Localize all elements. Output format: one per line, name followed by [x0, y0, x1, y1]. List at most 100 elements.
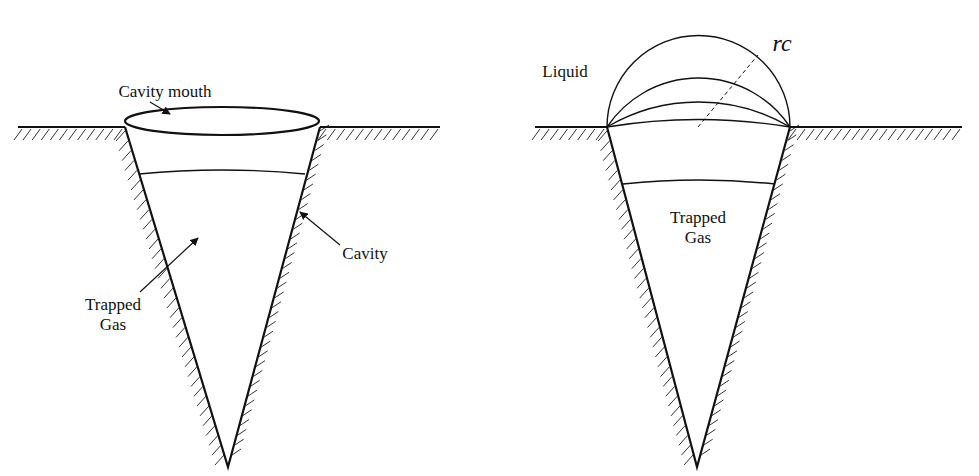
hatch-stroke	[105, 129, 113, 140]
hatch-stroke	[140, 210, 149, 220]
hatch-stroke	[143, 219, 152, 229]
hatch-stroke	[655, 347, 664, 357]
hatch-stroke	[676, 426, 685, 436]
hatch-stroke	[637, 278, 646, 288]
hatch-stroke	[642, 298, 651, 308]
hatch-stroke	[843, 129, 851, 140]
hatch-stroke	[658, 357, 667, 367]
hatch-stroke	[619, 210, 628, 220]
hatch-stroke	[650, 327, 659, 337]
hatch-stroke	[806, 129, 814, 140]
hatch-stroke	[550, 129, 558, 140]
hatch-stroke	[870, 129, 878, 140]
hatch-stroke	[668, 396, 677, 406]
hatch-stroke	[629, 249, 638, 259]
hatch-stroke	[616, 200, 625, 210]
hatch-stroke	[640, 288, 649, 298]
hatch-stroke	[879, 129, 887, 140]
hatch-stroke	[587, 129, 595, 140]
hatch-stroke	[897, 129, 905, 140]
hatch-stroke	[355, 129, 363, 140]
hatch-stroke	[674, 416, 683, 426]
hatch-stroke	[906, 129, 914, 140]
hatch-stroke	[598, 131, 607, 141]
hatch-stroke	[346, 129, 354, 140]
hatch-stroke	[632, 259, 641, 269]
hatch-stroke	[679, 435, 688, 445]
hatch-stroke	[209, 435, 218, 445]
hatch-stroke	[393, 129, 401, 140]
hatch-stroke	[624, 229, 633, 239]
hatch-stroke	[888, 129, 896, 140]
surface-line	[18, 126, 125, 128]
hatch-stroke	[215, 455, 224, 465]
hatch-stroke	[149, 239, 158, 249]
hatch-stroke	[200, 406, 209, 416]
hatch-stroke	[185, 357, 194, 367]
hatch-stroke	[327, 129, 335, 140]
hatch-stroke	[78, 129, 86, 140]
part-label: Cavity	[330, 244, 400, 264]
hatch-stroke	[621, 219, 630, 229]
hatch-stroke	[671, 406, 680, 416]
leader-arrow	[140, 238, 198, 292]
hatch-stroke	[167, 298, 176, 308]
hatch-stroke	[365, 129, 373, 140]
cavity-wall	[607, 127, 790, 467]
hatch-stroke	[131, 180, 140, 190]
part-label: Liquid	[530, 62, 600, 82]
hatch-stroke	[852, 129, 860, 140]
bubble-hemisphere	[607, 35, 790, 127]
hatch-stroke	[541, 129, 549, 140]
hatch-stroke	[861, 129, 869, 140]
hatch-stroke	[152, 249, 161, 259]
hatch-stroke	[611, 180, 620, 190]
radius-line	[698, 55, 758, 127]
hatch-stroke	[430, 129, 438, 140]
hatch-stroke	[161, 278, 170, 288]
hatch-stroke	[203, 416, 212, 426]
bubble-arc	[607, 102, 790, 127]
hatch-stroke	[411, 129, 419, 140]
hatch-stroke	[87, 129, 95, 140]
hatch-stroke	[128, 170, 137, 180]
hatch-stroke	[421, 129, 429, 140]
hatch-stroke	[337, 129, 345, 140]
hatch-stroke	[661, 367, 670, 377]
meniscus	[623, 180, 775, 184]
hatch-stroke	[402, 129, 410, 140]
hatch-stroke	[663, 376, 672, 386]
hatch-stroke	[681, 445, 690, 455]
hatch-stroke	[603, 151, 612, 161]
cavity-wall	[125, 127, 320, 467]
hatch-stroke	[125, 160, 134, 170]
radius-symbol: rc	[762, 30, 802, 58]
hatch-stroke	[383, 129, 391, 140]
hatch-stroke	[41, 129, 49, 140]
hatch-stroke	[32, 129, 40, 140]
hatch-stroke	[119, 141, 128, 151]
hatch-stroke	[146, 229, 155, 239]
hatch-stroke	[653, 337, 662, 347]
hatch-stroke	[634, 268, 643, 278]
part-label: Trapped Gas	[78, 295, 148, 334]
hatch-stroke	[684, 455, 693, 465]
leader-arrow	[300, 212, 340, 245]
hatch-stroke	[206, 426, 215, 436]
hatch-stroke	[666, 386, 675, 396]
hatch-stroke	[191, 376, 200, 386]
hatch-stroke	[23, 129, 31, 140]
hatch-stroke	[116, 131, 125, 141]
surface-line	[790, 126, 962, 128]
hatch-stroke	[170, 308, 179, 318]
hatch-stroke	[532, 129, 540, 140]
part-label: Cavity mouth	[100, 82, 230, 102]
hatch-stroke	[824, 129, 832, 140]
hatch-stroke	[578, 129, 586, 140]
hatch-stroke	[952, 129, 960, 140]
hatch-stroke	[59, 129, 67, 140]
hatch-stroke	[559, 129, 567, 140]
hatch-stroke	[934, 129, 942, 140]
meniscus	[139, 170, 305, 174]
